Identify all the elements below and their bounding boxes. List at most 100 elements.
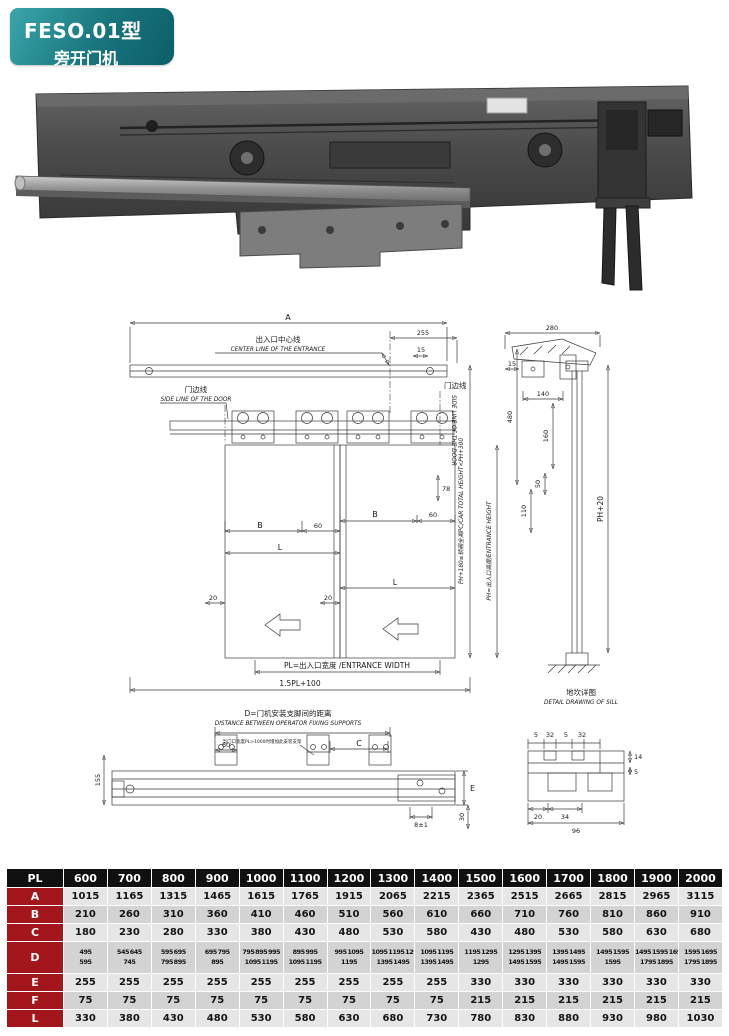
dim-480-label: 480 [506, 411, 514, 423]
pl-column-header: 700 [106, 868, 152, 888]
dimension-cell: 180 [63, 923, 108, 942]
dimension-cell: 560 [370, 905, 416, 924]
dim-15-label: 15 [417, 346, 425, 354]
dimension-cell: 3115 [677, 887, 724, 906]
dimension-cell: 255 [194, 973, 240, 992]
pl-column-header: 2000 [677, 868, 724, 888]
dimension-cell: 215 [502, 991, 548, 1010]
dim-20-mid-label: 20 [324, 594, 332, 602]
row-label-L: L [6, 1009, 64, 1028]
dim-l-right-label: L [393, 578, 398, 587]
pl-column-header: 1200 [326, 868, 372, 888]
dimension-cell: 460 [282, 905, 328, 924]
dimension-cell: 75 [326, 991, 372, 1010]
door-line-right-cn: 门边线 [444, 380, 467, 390]
dim-50-label: 50 [534, 480, 542, 488]
door-line-left-cn: 门边线 [185, 384, 208, 394]
dimension-cell: 430 [150, 1009, 196, 1028]
dimension-cell: 2965 [633, 887, 679, 906]
pl-column-header: 1900 [633, 868, 679, 888]
dimension-cell: 255 [414, 973, 460, 992]
dimension-cell: 530 [546, 923, 592, 942]
dimension-cell: 75 [194, 991, 240, 1010]
dim-b-right-label: B [372, 510, 378, 519]
pl-header-cell: PL [6, 868, 64, 888]
dim-78-label: 78 [442, 485, 450, 493]
dimension-cell: 75 [370, 991, 416, 1010]
dimension-cell: 1015 [63, 887, 108, 906]
dimension-cell: 930 [590, 1009, 635, 1028]
dimension-cell: 680 [370, 1009, 416, 1028]
front-elevation [129, 331, 456, 659]
dimension-cell: 215 [677, 991, 724, 1010]
dimension-cell: 215 [633, 991, 679, 1010]
dimension-cell: 280 [150, 923, 196, 942]
dimension-cell: 380 [106, 1009, 152, 1028]
dimension-cell: 260 [106, 905, 152, 924]
pl-column-header: 1100 [282, 868, 328, 888]
sill-title-cn: 地坎详图 [566, 687, 596, 697]
hanger-plates [239, 203, 463, 269]
sill-title-en: DETAIL DRAWING OF SILL [544, 700, 618, 706]
dim-60-right-label: 60 [429, 511, 437, 519]
dimension-cell: 430 [282, 923, 328, 942]
pl-column-header: 1400 [414, 868, 460, 888]
dimension-cell: 530 [370, 923, 416, 942]
dimension-cell: 75 [106, 991, 152, 1010]
dimension-cell: 2365 [458, 887, 504, 906]
dimension-cell: 330 [590, 973, 635, 992]
dim-c-label: C [356, 739, 362, 748]
dimension-cell: 910 [677, 905, 724, 924]
dimension-cell: 1165 [106, 887, 152, 906]
plan-view: D=门机安装支脚间的距离 DISTANCE BETWEEN OPERATOR F… [94, 708, 475, 829]
dimension-cell: 2515 [502, 887, 548, 906]
model-subtitle: 旁开门机 [54, 49, 119, 68]
sill-dim-96: 96 [572, 827, 580, 835]
dimension-cell: 75 [238, 991, 284, 1010]
dimension-cell: 330 [458, 973, 504, 992]
center-line-cn: 出入口中心线 [256, 334, 301, 344]
dim-110-label: 110 [520, 505, 528, 517]
dim-255-label: 255 [417, 329, 429, 337]
dim-30-label: 30 [458, 813, 466, 821]
dimension-cell: 580 [414, 923, 460, 942]
dimension-cell: 430 [458, 923, 504, 942]
dimension-cell: 330 [194, 923, 240, 942]
dimension-cell: 330 [63, 1009, 108, 1028]
dimension-cell: 380 [238, 923, 284, 942]
model-badge: FESO.01型 旁开门机 [10, 8, 174, 68]
dimension-cell: 2665 [546, 887, 592, 906]
dimension-cell: 215 [590, 991, 635, 1010]
pl-column-header: 1500 [458, 868, 504, 888]
dim-280-label: 280 [546, 324, 558, 332]
pl-column-header: 1000 [238, 868, 284, 888]
sill-dim-14: 14 [634, 753, 642, 761]
sill-dim-5a: 5 [534, 731, 538, 739]
dimension-cell: 680 [677, 923, 724, 942]
dimension-cell: 310 [150, 905, 196, 924]
sill-dim-20: 20 [534, 813, 542, 821]
row-label-C: C [6, 923, 64, 942]
dimension-cell: 255 [150, 973, 196, 992]
dimension-cell: 630 [633, 923, 679, 942]
dimension-cell: 255 [238, 973, 284, 992]
dimension-cell: 1315 [150, 887, 196, 906]
dimension-cell: 760 [546, 905, 592, 924]
car-total-height-label: PH+180≤轿厢全高PC/CAR TOTAL HEIGHT<PH+300 [458, 438, 465, 584]
entrance-width-label: PL=出入口宽度 /ENTRANCE WIDTH [284, 660, 410, 670]
dimension-cell: 210 [63, 905, 108, 924]
